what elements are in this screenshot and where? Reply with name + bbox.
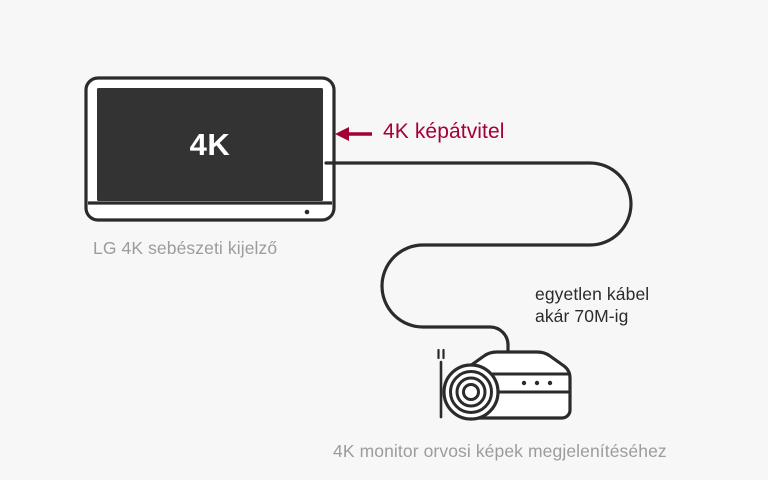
- cable-label-line-2: akár 70M-ig: [535, 306, 629, 327]
- device-indicator-dot: [521, 380, 527, 386]
- device-lens-ring-outer: [442, 363, 500, 421]
- device-lens-ring: [449, 370, 493, 414]
- device-caption: 4K monitor orvosi képek megjelenítéséhez: [333, 441, 667, 461]
- arrow-head: [335, 127, 349, 141]
- cable-path: [324, 161, 633, 368]
- display-screen-label: 4K: [189, 126, 231, 162]
- device-indicator-dot: [547, 380, 553, 386]
- transfer-annotation-label: 4K képátvitel: [383, 120, 505, 143]
- lg-display-illustration: [84, 76, 336, 222]
- device-lens-ring-inner: [462, 383, 480, 401]
- device-lens-ring: [455, 376, 487, 408]
- transfer-arrow-icon: [335, 127, 372, 141]
- display-power-indicator-icon: [304, 209, 310, 215]
- cable-stroke: [324, 161, 633, 368]
- cable-label-line-1: egyetlen kábel: [535, 284, 650, 304]
- medical-device-illustration: [437, 348, 572, 421]
- display-caption: LG 4K sebészeti kijelző: [93, 238, 278, 258]
- device-indicator-dot: [534, 380, 540, 386]
- display-screen-panel: [97, 88, 323, 201]
